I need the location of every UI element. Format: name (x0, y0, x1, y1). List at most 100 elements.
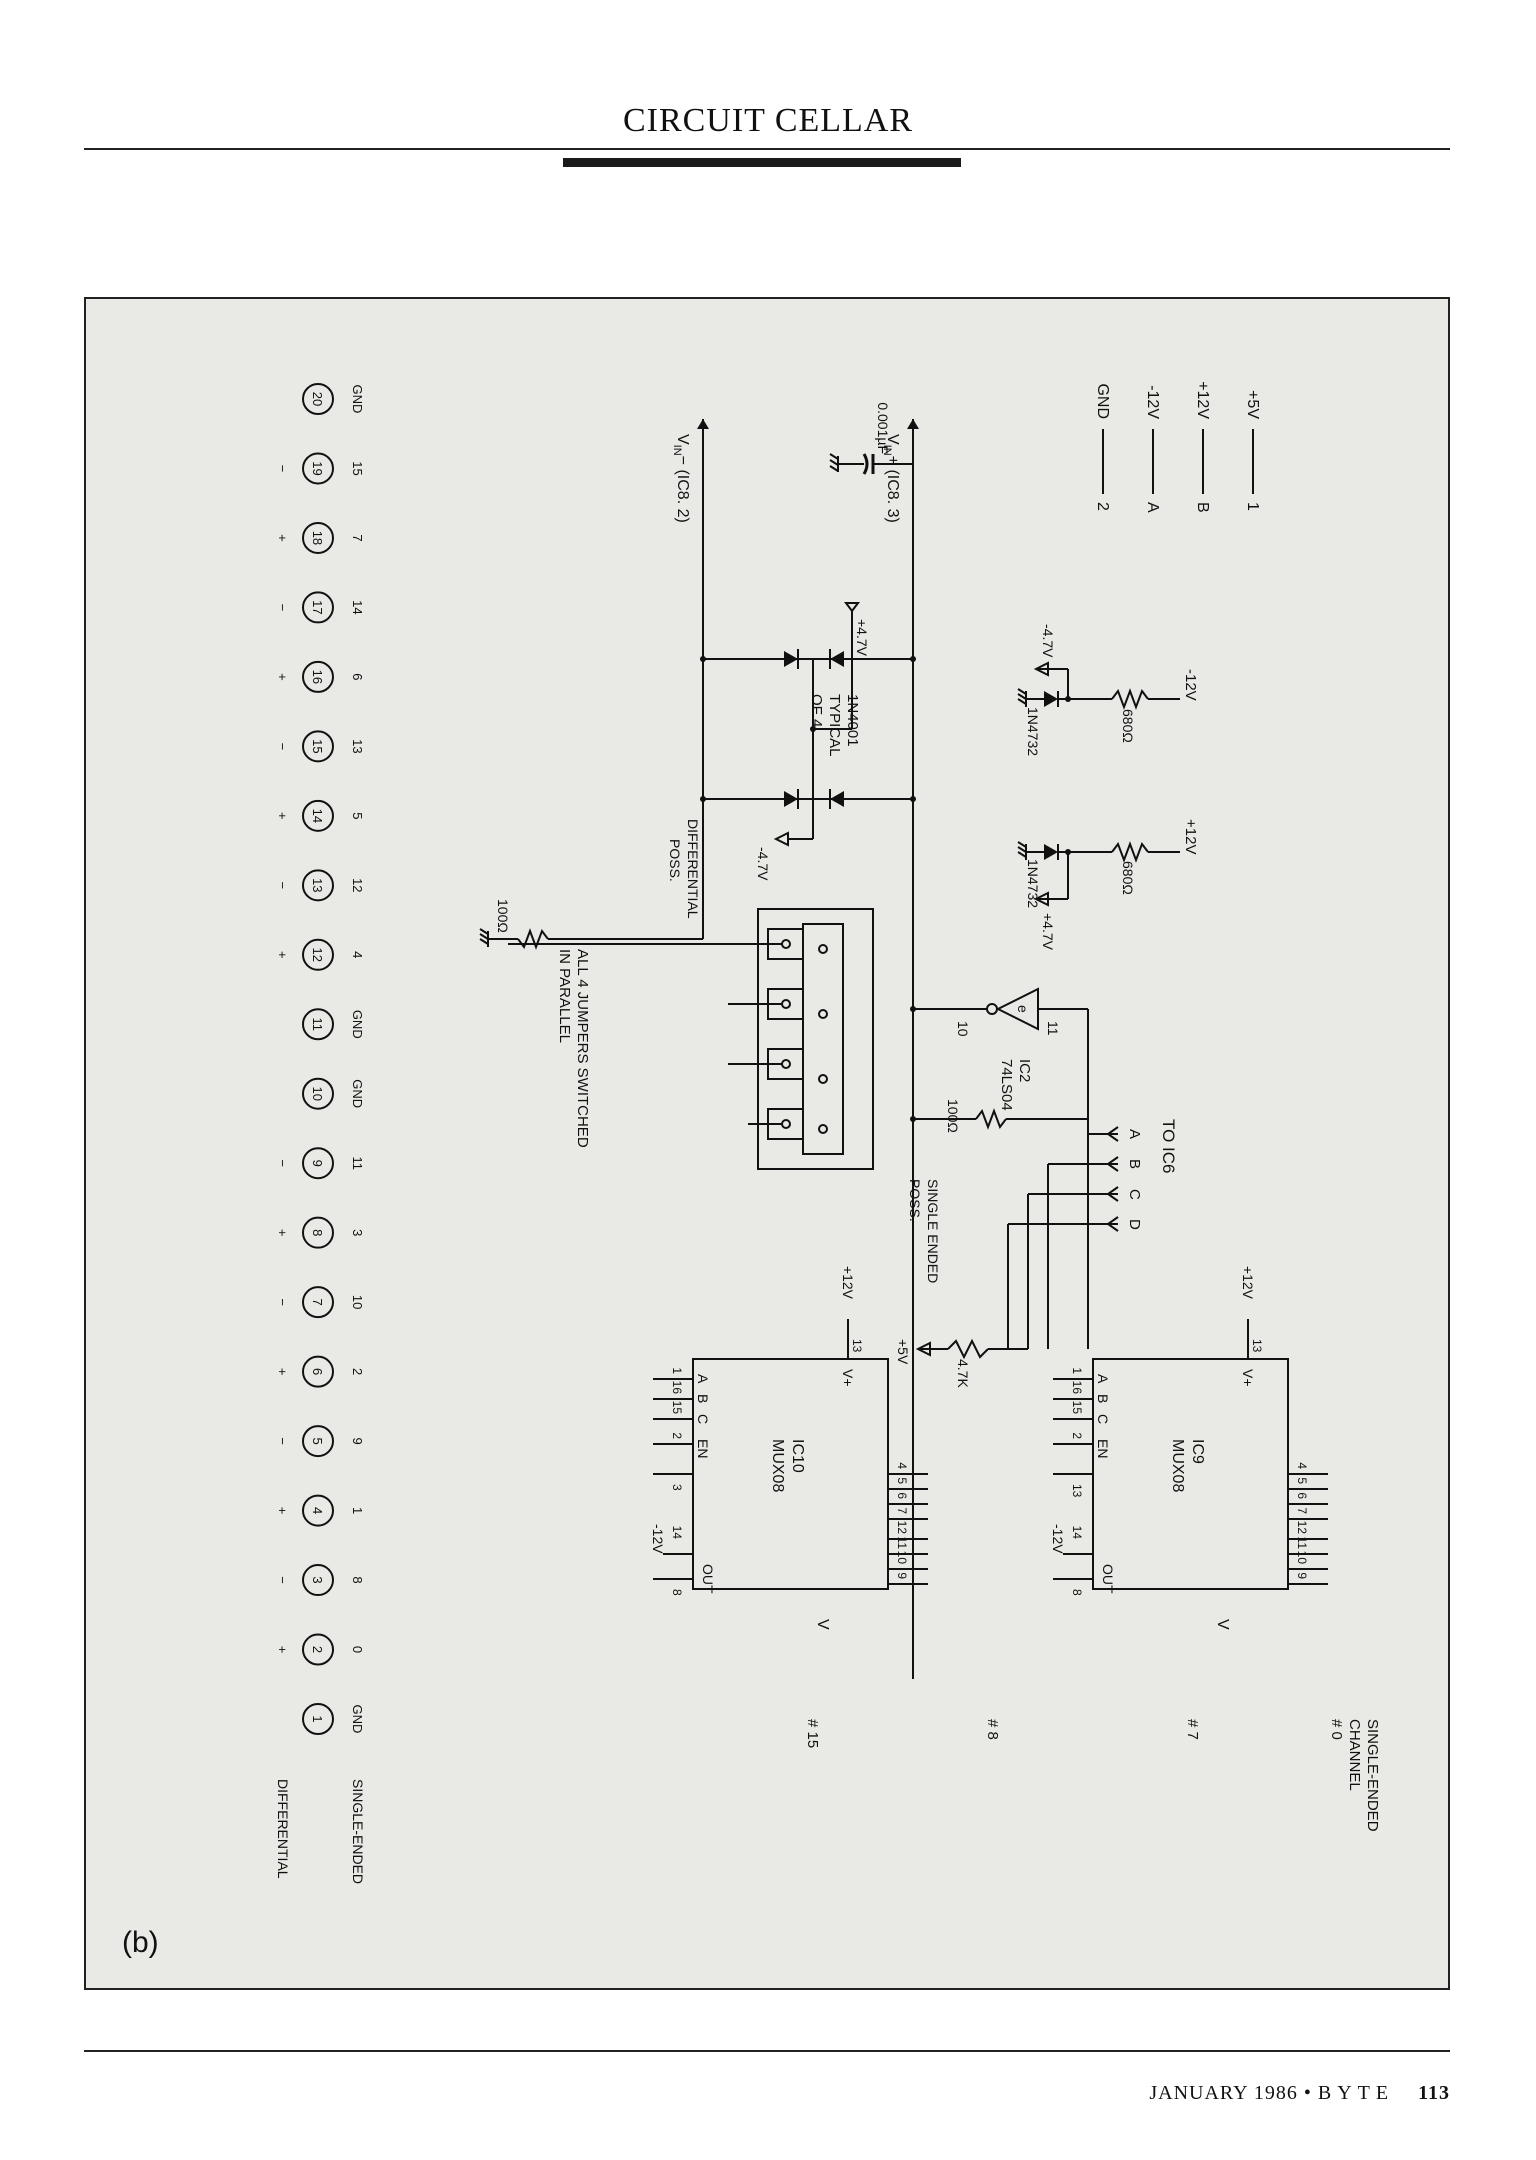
connector-pin-3 (302, 1564, 334, 1597)
zener-a-icon (1044, 844, 1058, 860)
connector-pin-11 (302, 1008, 334, 1041)
ic10-inpin-6: 10 (895, 1551, 909, 1565)
connector-pin-num-17: 17 (310, 600, 325, 614)
connector-se-18: 7 (350, 534, 365, 541)
zener-chain-b: -12V 680Ω 1N4732 -4.7V (1017, 624, 1199, 756)
connector-se-3: 8 (350, 1576, 365, 1583)
connector-diff-2: + (275, 1646, 290, 1654)
ic2-pin-in: 11 (1045, 1021, 1061, 1036)
ic10-out-pin: 8 (670, 1589, 684, 1596)
connector-se-12: 4 (350, 951, 365, 958)
ic9-inpin-6: 10 (1295, 1551, 1309, 1565)
ic9-label-1: B (1095, 1394, 1111, 1403)
input-ch7-label: # 7 (1184, 1719, 1201, 1740)
connector-pin-num-8: 8 (310, 1229, 325, 1236)
connector-se-16: 6 (350, 673, 365, 680)
connector-se-1: GND (350, 1705, 365, 1734)
connector-se-7: 10 (350, 1295, 365, 1309)
diode-1-icon (830, 651, 844, 667)
connector-pin-num-7: 7 (310, 1299, 325, 1306)
ic10-supply-bot: -12V (650, 1524, 666, 1554)
connector-pin-num-12: 12 (310, 948, 325, 962)
minus47-left-label: -4.7V (755, 847, 771, 881)
connector-pin-num-16: 16 (310, 670, 325, 684)
connector-pin-num-19: 19 (310, 461, 325, 475)
ic9-inpin-1: 5 (1295, 1477, 1309, 1484)
cap-label: 0.001µF (875, 402, 891, 454)
ic10-label-3: EN (695, 1439, 711, 1458)
ic10-toppin-2: 15 (670, 1401, 684, 1415)
connector-se-8: 3 (350, 1229, 365, 1236)
pwr-pin-0: 1 (1244, 502, 1261, 511)
connector-pin-18 (302, 521, 334, 554)
ic9: IC9 MUX08 (1092, 1358, 1289, 1590)
jumper-outer (757, 908, 874, 1170)
ic10-supply-top: +12V (840, 1266, 856, 1300)
ic10-label-1: B (695, 1394, 711, 1403)
connector-pin-num-5: 5 (310, 1437, 325, 1444)
addr-a: A (1126, 1129, 1143, 1139)
pwr-label-0: +5V (1244, 390, 1261, 419)
connector-pin-4 (302, 1494, 334, 1527)
connector-pin-20 (302, 383, 334, 415)
connector-diff-7: − (275, 1298, 290, 1306)
ic10-inpin-4: 12 (895, 1521, 909, 1535)
ic9-label-0: A (1095, 1374, 1111, 1384)
jumpers-note-1: IN PARALLEL (556, 949, 573, 1043)
diode-note-0: 1N4001 (844, 694, 861, 747)
connector-diff-5: − (275, 1437, 290, 1445)
ic10-label-2: C (695, 1414, 711, 1424)
v47-label: +4.7V (1040, 913, 1056, 951)
ic9-inpin-4: 12 (1295, 1521, 1309, 1535)
pwr-label-1: +12V (1194, 381, 1211, 419)
ic9-body (1092, 1358, 1289, 1590)
connector-diff-15: − (275, 743, 290, 751)
pwr-label-3: GND (1094, 383, 1111, 419)
single-poss-1: POSS. (907, 1179, 923, 1222)
connector-diff-9: − (275, 1159, 290, 1167)
ic2-inverter: 11 e 10 IC2 74LS04 100Ω (910, 987, 1089, 1134)
vlow-label: V (814, 1619, 831, 1630)
ic10-inpin-5: 11 (895, 1537, 909, 1550)
connector-pin-5 (302, 1425, 334, 1458)
footer-magazine: BYTE (1317, 2082, 1395, 2104)
addr-c: C (1126, 1189, 1143, 1200)
plus47-right-label: +4.7V (854, 619, 870, 657)
connector-pin-num-4: 4 (310, 1507, 325, 1514)
footer-separator: • (1303, 2082, 1312, 2104)
zener-chain-a: +12V 680Ω 1N4732 +4.7V (1017, 819, 1199, 951)
ic9-inpin-7: 9 (1295, 1572, 1309, 1579)
diode-3-icon (830, 791, 844, 807)
connector-pin-16 (302, 660, 334, 693)
ic10-vminus-pin: 3 (670, 1484, 684, 1491)
ic9-toppin-1: 16 (1070, 1381, 1084, 1395)
ic10-out-label: OUT (700, 1564, 716, 1594)
ic2-e: e (1015, 1005, 1031, 1013)
ic10-inpin-1: 5 (895, 1477, 909, 1484)
input-ch8-label: # 8 (984, 1719, 1001, 1740)
connector-diff-13: − (275, 882, 290, 890)
vin-minus-label: VIN− (IC8. 2) (671, 434, 691, 523)
connector-pin-8 (302, 1216, 334, 1249)
diode-4-icon (784, 791, 798, 807)
power-block: +5V +12V -12V GND 1 B A 2 (1094, 381, 1261, 513)
ic10-body (692, 1358, 889, 1590)
footer-page-number: 113 (1418, 2082, 1450, 2104)
connector-pin-14 (302, 799, 334, 832)
figure-frame: +5V +12V -12V GND 1 B A 2 VIN+ (IC8. 3) … (84, 297, 1450, 1990)
ic10-label-0: A (695, 1374, 711, 1384)
r100b-label: 100Ω (495, 899, 511, 933)
r47k-a-label: 4.7K (955, 1359, 971, 1388)
connector-se-17: 14 (350, 600, 365, 614)
jumpers-note-0: ALL 4 JUMPERS SWITCHED (574, 949, 591, 1148)
ic9-supply-bot: -12V (1050, 1524, 1066, 1554)
connector-diff-4: + (275, 1507, 290, 1515)
ic9-toppin-0: 1 (1070, 1367, 1084, 1374)
input-ch15-label: # 15 (804, 1719, 821, 1748)
address-lines: TO IC6 A B C D (1007, 1119, 1178, 1349)
page-header-title: CIRCUIT CELLAR (622, 102, 914, 139)
ic9-toppin-3: 2 (1070, 1432, 1084, 1439)
zener-b-icon (1044, 691, 1058, 707)
pwr-pin-3: 2 (1094, 502, 1111, 511)
